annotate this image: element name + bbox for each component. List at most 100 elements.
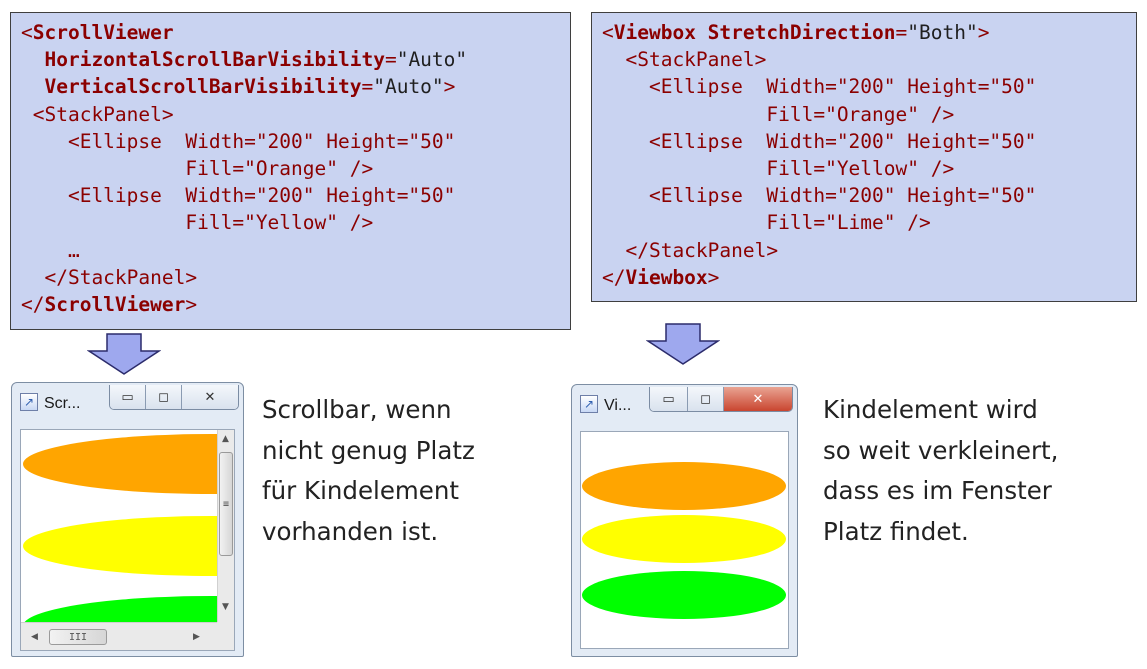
- window-app-icon: ↗: [580, 395, 598, 413]
- code-token: <: [21, 21, 33, 44]
- scroll-down-arrow-icon[interactable]: ▼: [222, 602, 229, 612]
- code-token: <StackPanel>: [21, 102, 174, 126]
- close-button[interactable]: ✕: [724, 387, 792, 411]
- code-line: VerticalScrollBarVisibility="Auto">: [21, 73, 560, 100]
- code-token: >: [977, 21, 990, 44]
- code-token: </StackPanel>: [21, 265, 198, 289]
- code-line: Fill="Lime" />: [602, 209, 1126, 236]
- ellipse-orange: [23, 434, 217, 494]
- close-button[interactable]: ✕: [182, 385, 238, 409]
- code-line: </StackPanel>: [21, 264, 560, 291]
- maximize-button[interactable]: ◻: [146, 385, 182, 409]
- window-title: Vi...: [604, 397, 632, 414]
- window-titlebar[interactable]: ↗ Scr... ▭ ◻ ✕: [12, 383, 243, 423]
- description-line: für Kindelement: [262, 476, 459, 505]
- code-token: <Ellipse: [602, 75, 767, 99]
- down-arrow-right: [646, 323, 720, 365]
- maximize-icon: ◻: [158, 389, 169, 405]
- code-token: HorizontalScrollBarVisibility: [44, 48, 385, 72]
- code-line: <Ellipse Width="200" Height="50": [21, 128, 560, 155]
- code-token: Width="200" Height="50": [185, 129, 456, 153]
- window-app-icon: ↗: [20, 393, 38, 411]
- code-token: =: [361, 75, 374, 99]
- code-token: <Ellipse: [21, 184, 186, 208]
- code-token: >: [707, 265, 720, 289]
- scrollviewer-client-area: ▲ ≡ ▼ ◀ III ▶: [20, 429, 235, 651]
- code-token: [602, 211, 766, 234]
- code-token: ScrollViewer: [44, 292, 186, 316]
- code-token: [602, 103, 766, 126]
- code-token: [21, 211, 185, 234]
- vertical-scroll-thumb[interactable]: ≡: [219, 452, 233, 556]
- code-token: Fill="Orange" />: [185, 156, 374, 180]
- scrollviewer-description: Scrollbar, wenn nicht genug Platz für Kind…: [262, 390, 475, 552]
- window-titlebar[interactable]: ↗ Vi... ▭ ◻ ✕: [572, 385, 797, 425]
- code-line: </Viewbox>: [602, 264, 1126, 291]
- code-token: </: [602, 265, 626, 289]
- close-icon: ✕: [752, 391, 764, 407]
- viewbox-client-area: [580, 431, 789, 649]
- code-token: [21, 48, 44, 71]
- ellipse-stack-scaled: [582, 462, 786, 619]
- code-token: </StackPanel>: [602, 238, 779, 262]
- code-line: Fill="Orange" />: [602, 101, 1126, 128]
- ellipse-stack-clipped: [23, 434, 217, 622]
- code-line: <StackPanel>: [602, 46, 1126, 73]
- close-icon: ✕: [204, 389, 216, 405]
- scroll-right-arrow-icon[interactable]: ▶: [193, 632, 200, 642]
- code-line: </StackPanel>: [602, 237, 1126, 264]
- code-token: </: [21, 292, 45, 316]
- code-token: Fill="Orange" />: [766, 102, 955, 126]
- code-line: <Ellipse Width="200" Height="50": [602, 182, 1126, 209]
- horizontal-scrollbar[interactable]: ◀ III ▶: [21, 622, 217, 650]
- code-token: ScrollViewer: [32, 21, 174, 44]
- viewbox-code-block: <Viewbox StretchDirection="Both"> <Stack…: [591, 12, 1137, 302]
- code-token: Viewbox StretchDirection: [613, 21, 896, 44]
- code-token: "Both": [907, 21, 978, 44]
- code-line: <StackPanel>: [21, 101, 560, 128]
- code-token: <: [602, 21, 614, 44]
- viewbox-description: Kindelement wird so weit verkleinert, dass…: [823, 390, 1058, 552]
- description-line: nicht genug Platz: [262, 435, 475, 465]
- ellipse-lime: [582, 571, 786, 619]
- description-line: Kindelement wird: [823, 395, 1038, 424]
- code-token: …: [21, 238, 80, 262]
- maximize-icon: ◻: [700, 391, 711, 407]
- code-token: Fill="Yellow" />: [185, 211, 374, 235]
- code-token: =: [384, 48, 397, 72]
- description-line: vorhanden ist.: [262, 516, 439, 546]
- minimize-button[interactable]: ▭: [650, 387, 688, 411]
- horizontal-scroll-thumb[interactable]: III: [49, 629, 107, 645]
- code-line: <Viewbox StretchDirection="Both">: [602, 19, 1126, 46]
- code-line: HorizontalScrollBarVisibility="Auto": [21, 46, 560, 73]
- minimize-icon: ▭: [121, 389, 134, 405]
- code-token: Viewbox: [625, 265, 708, 289]
- description-line: so weit verkleinert,: [823, 435, 1059, 465]
- code-token: >: [185, 292, 198, 316]
- code-line: Fill="Orange" />: [21, 155, 560, 182]
- minimize-button[interactable]: ▭: [110, 385, 146, 409]
- ellipse-yellow: [582, 515, 786, 563]
- code-token: <Ellipse: [602, 129, 767, 153]
- scrollviewer-window: ↗ Scr... ▭ ◻ ✕ ▲ ≡ ▼ ◀ III ▶: [11, 382, 244, 657]
- code-token: "Auto": [373, 75, 444, 99]
- viewbox-window: ↗ Vi... ▭ ◻ ✕: [571, 384, 798, 657]
- code-token: [21, 157, 185, 180]
- scrollbar-corner: [217, 622, 234, 650]
- code-token: Width="200" Height="50": [766, 184, 1037, 208]
- scroll-left-arrow-icon[interactable]: ◀: [31, 632, 38, 642]
- ellipse-orange: [582, 462, 786, 510]
- code-line: <Ellipse Width="200" Height="50": [21, 182, 560, 209]
- maximize-button[interactable]: ◻: [688, 387, 724, 411]
- code-line: <Ellipse Width="200" Height="50": [602, 73, 1126, 100]
- window-title: Scr...: [44, 395, 81, 412]
- description-line: Scrollbar, wenn: [262, 395, 452, 424]
- minimize-icon: ▭: [662, 391, 675, 407]
- code-token: [21, 75, 44, 98]
- ellipse-yellow: [23, 516, 217, 576]
- vertical-scrollbar[interactable]: ▲ ≡ ▼: [217, 430, 234, 622]
- code-line: Fill="Yellow" />: [602, 155, 1126, 182]
- scroll-up-arrow-icon[interactable]: ▲: [222, 434, 229, 444]
- code-token: Width="200" Height="50": [185, 184, 456, 208]
- description-line: dass es im Fenster: [823, 476, 1052, 505]
